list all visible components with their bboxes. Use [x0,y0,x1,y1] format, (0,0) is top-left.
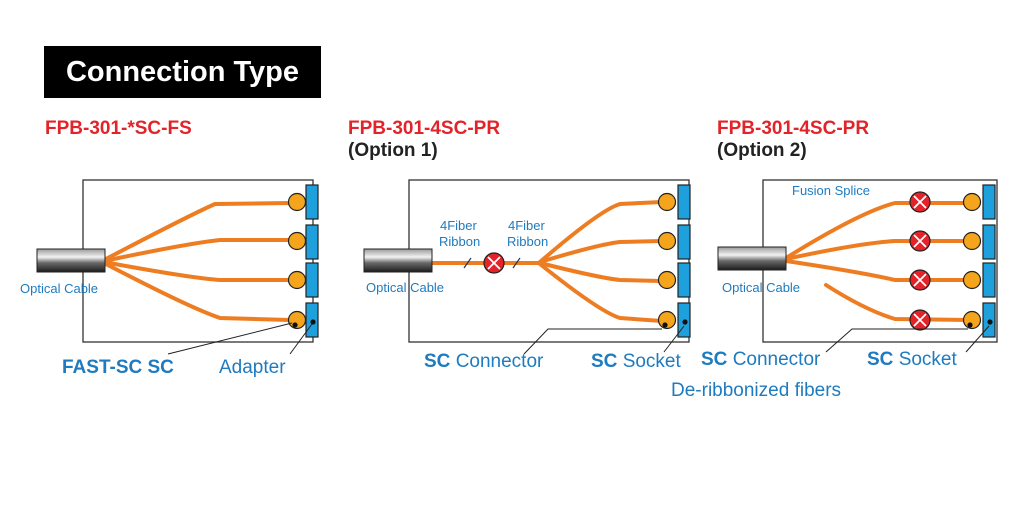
panel-3-sc-connector-label: SC Connector [701,349,821,370]
panel-3-model: FPB-301-4SC-PR [717,118,870,139]
fiber-4 [824,283,972,322]
socket-block-icon [305,224,319,260]
connector-circle-icon [287,192,307,212]
fiber-1 [102,201,292,262]
socket-block-icon [677,224,691,260]
socket-block-icon [677,184,691,220]
panel-1-cable-label: Optical Cable [20,281,99,296]
fiber-2 [784,239,972,261]
connector-circle-icon [287,270,307,290]
leader-sc-socket [965,325,990,353]
splice-x-icon [909,309,931,331]
panel-3-sc-socket-label: SC Socket [867,349,957,370]
leader-fast-sc [167,322,293,355]
fiber-3 [538,261,664,283]
leader-sc-connector [825,328,968,353]
panel-2-ribbon-right-1: 4Fiber [508,218,545,233]
panel-2-ribbon-left-2: Ribbon [439,234,481,249]
fiber-3 [784,259,972,282]
optical-cable-icon [36,248,106,273]
panel-3-fibers-label: De-ribbonized fibers [671,380,842,401]
socket-block-icon [982,224,996,260]
panel-2-option: (Option 1) [348,140,438,161]
leader-adapter [289,323,313,355]
optical-cable-icon [717,246,787,271]
panel-2-cable-label: Optical Cable [366,280,445,295]
splice-x-icon [909,230,931,252]
panel-2-diagram [363,179,691,355]
splice-x-icon [483,252,505,274]
page-title: Connection Type [65,56,300,88]
panel-1-adapter-label: Adapter [219,357,286,378]
fiber-4 [538,262,664,323]
socket-block-icon [305,262,319,298]
socket-block-icon [305,184,319,220]
fiber-3 [102,260,292,282]
connector-circle-icon [287,231,307,251]
socket-block-icon [982,184,996,220]
panel-1-diagram [36,179,319,355]
panel-2-ribbon-right-2: Ribbon [507,234,549,249]
fiber-2 [102,238,292,263]
connector-circle-icon [657,270,677,290]
fiber-1 [784,201,972,260]
leader-sc-connector [523,328,662,355]
panel-3-fusion-splice-label: Fusion Splice [792,183,871,198]
panel-2-ribbon-left-1: 4Fiber [440,218,477,233]
fiber-1 [538,200,664,264]
panel-2-sc-connector-label: SC Connector [424,351,544,372]
connector-circle-icon [657,231,677,251]
splice-x-icon [909,269,931,291]
socket-block-icon [677,262,691,298]
connector-circle-icon [962,231,982,251]
panel-3-option: (Option 2) [717,140,807,161]
title-banner: Connection Type [44,46,321,98]
optical-cable-icon [363,248,433,273]
fiber-2 [538,239,664,264]
connector-circle-icon [962,270,982,290]
fiber-4 [102,261,292,322]
splice-x-icon [909,191,931,213]
panel-2-sc-socket-label: SC Socket [591,351,681,372]
connector-circle-icon [657,192,677,212]
panel-1-fast-sc-label: FAST-SC SC [62,357,174,378]
leader-sc-socket [663,325,685,353]
connector-circle-icon [962,192,982,212]
panel-1-model: FPB-301-*SC-FS [45,118,192,139]
socket-block-icon [982,262,996,298]
panel-3-cable-label: Optical Cable [722,280,801,295]
panel-3-diagram [717,179,998,353]
panel-2-model: FPB-301-4SC-PR [348,118,501,139]
